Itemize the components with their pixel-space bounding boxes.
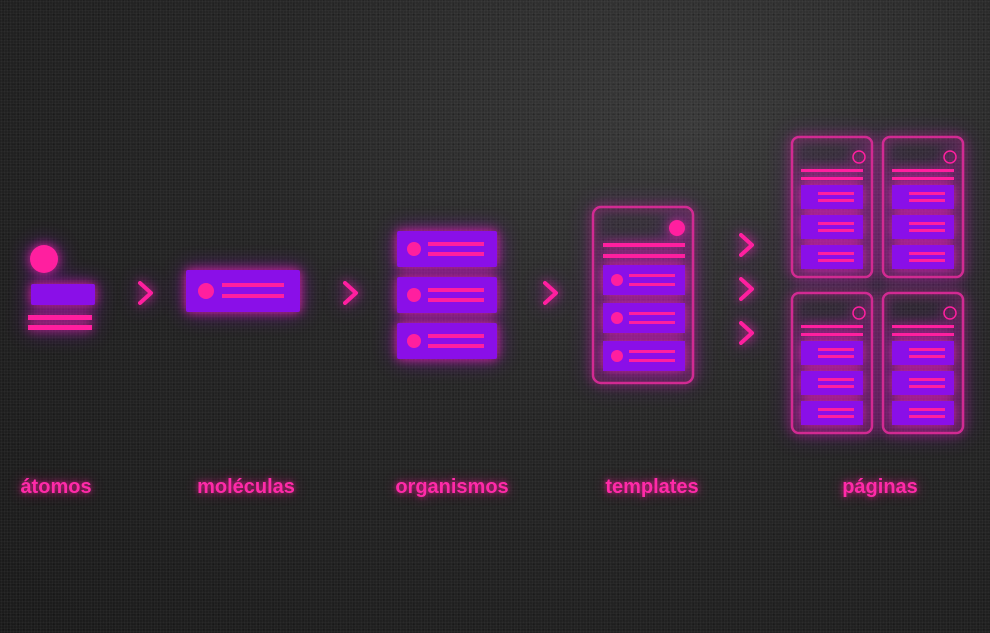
pages-illustration — [790, 135, 965, 435]
page-4 — [881, 291, 965, 435]
atom-circle — [30, 245, 58, 273]
page-2 — [881, 135, 965, 279]
chevron-right-icon — [739, 233, 754, 257]
atom-line-2 — [28, 325, 92, 330]
chevron-right-icon — [739, 277, 754, 301]
stage-label-organismos: organismos — [395, 476, 509, 498]
atoms-illustration — [28, 245, 95, 330]
chevron-right-icon — [739, 321, 754, 345]
atom-bar — [31, 284, 95, 305]
page-3 — [790, 291, 874, 435]
stage-label-templates: templates — [605, 476, 699, 498]
chevron-right-icon — [138, 281, 153, 305]
atom-line-1 — [28, 315, 92, 320]
stage-label-moleculas: moléculas — [197, 476, 295, 498]
template-illustration — [591, 205, 695, 385]
chevron-right-icon — [543, 281, 558, 305]
chevron-right-icon — [343, 281, 358, 305]
organism-illustration — [397, 231, 497, 359]
stage-label-paginas: páginas — [842, 476, 918, 498]
stage-label-atomos: átomos — [20, 476, 92, 498]
molecule-illustration — [186, 270, 300, 312]
page-1 — [790, 135, 874, 279]
